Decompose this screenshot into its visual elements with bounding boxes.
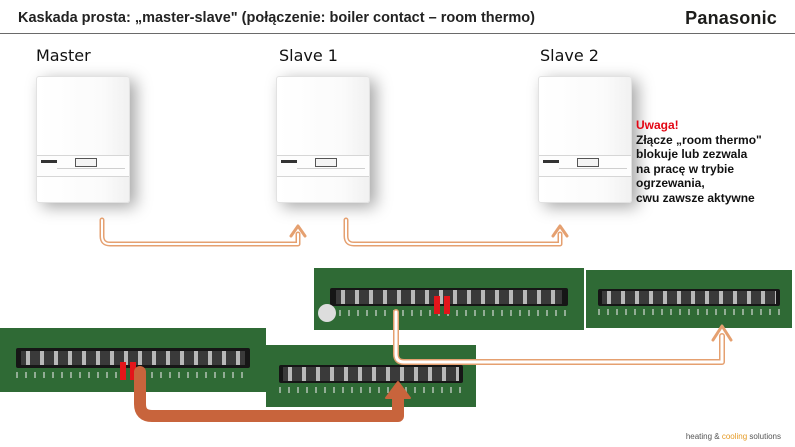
arrow-head — [289, 224, 307, 238]
footer-tagline: heating & cooling solutions — [685, 432, 781, 441]
warning-title: Uwaga! — [636, 118, 679, 132]
boiler-unit-master — [36, 76, 130, 203]
warning-note: Uwaga! Złącze „room thermo" blokuje lub … — [636, 118, 762, 205]
warning-line: na pracę w trybie — [636, 161, 735, 176]
brand-logo: Panasonic — [685, 8, 777, 28]
arrow-slave1-to-slave2 — [343, 217, 563, 247]
pcb-photo-slave-2-terminals — [586, 270, 792, 328]
boiler-label-slave-2: Slave 2 — [540, 46, 599, 65]
boiler-unit-slave-1 — [276, 76, 370, 203]
warning-line: cwu zawsze aktywne — [636, 190, 755, 205]
arrow-head — [711, 324, 733, 342]
boiler-unit-slave-2 — [538, 76, 632, 203]
boiler-label-master: Master — [36, 46, 91, 65]
boiler-label-slave-1: Slave 1 — [279, 46, 338, 65]
pcb-photo-slave-1-thermo — [266, 345, 476, 407]
warning-line: blokuje lub zezwala — [636, 147, 748, 161]
arrow-slave1-wiring-to-slave2 — [393, 309, 725, 365]
warning-line: ogrzewania, — [636, 176, 705, 190]
pcb-photo-slave-1-terminals — [314, 268, 584, 330]
pcb-photo-master-terminals — [0, 328, 266, 392]
arrow-head — [551, 224, 569, 238]
arrow-master-wiring-to-slave1 — [134, 366, 404, 422]
header-divider — [0, 33, 795, 34]
arrow-master-to-slave1 — [99, 217, 301, 247]
warning-line: Złącze „room thermo" — [636, 132, 762, 147]
page-title: Kaskada prosta: „master-slave" (połączen… — [18, 10, 535, 26]
arrow-head — [385, 381, 411, 399]
